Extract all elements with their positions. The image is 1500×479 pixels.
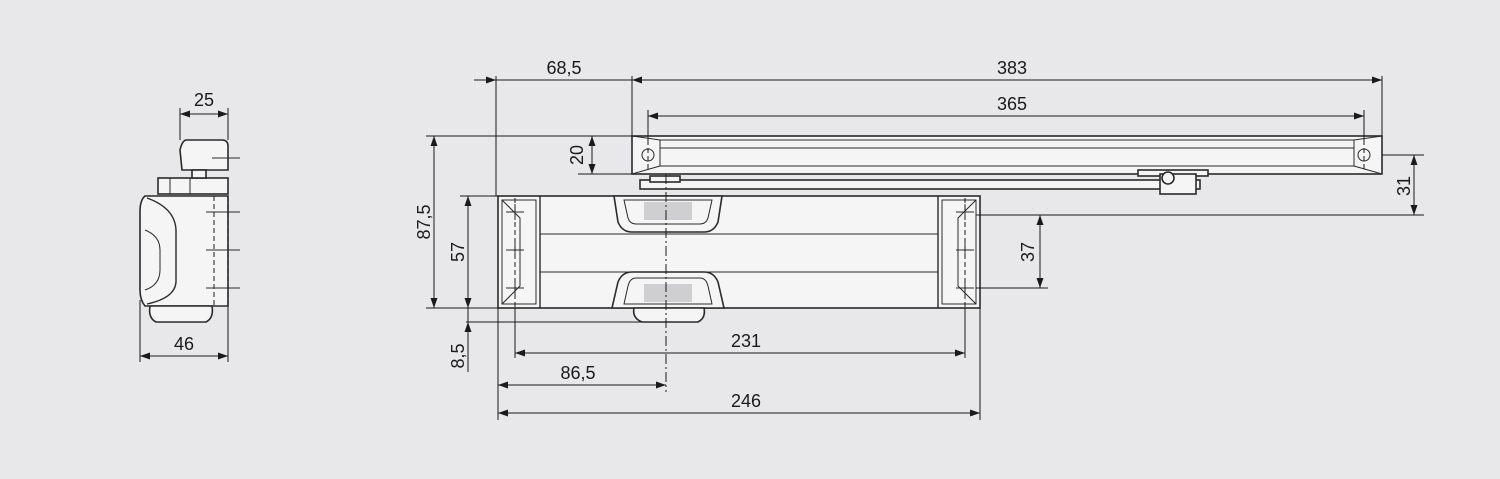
end-plate-right: [941, 199, 977, 305]
dim-arm-inner-length: 365: [997, 94, 1027, 114]
front-view: 68,5 383 365 87,5 57 20 8,5 31: [414, 58, 1424, 420]
spindle-cap: [632, 307, 706, 323]
side-bottom-cap: [148, 305, 214, 323]
dim-side-top-width: 25: [194, 90, 214, 110]
end-plate-left: [501, 199, 537, 305]
dim-hole-spacing: 231: [731, 331, 761, 351]
slide-rail: [631, 135, 1383, 175]
screw-marks-right: [956, 198, 974, 308]
side-body: [139, 195, 229, 307]
screw-marks-left: [506, 198, 524, 308]
dim-side-bottom-width: 46: [174, 334, 194, 354]
dim-left-offset: 68,5: [546, 58, 581, 78]
side-spindle: [157, 177, 229, 195]
side-arm-head: [179, 139, 229, 171]
dim-total-height: 87,5: [414, 204, 434, 239]
dim-axis-distance: 86,5: [560, 363, 595, 383]
dim-arm-height: 20: [567, 145, 587, 165]
closer-body: [497, 195, 981, 309]
dim-slide-offset: 31: [1394, 176, 1414, 196]
dim-body-height: 57: [448, 242, 468, 262]
lever-arm: [639, 179, 1201, 190]
dim-bottom-offset: 8,5: [448, 343, 468, 368]
side-view: 25 46: [139, 90, 240, 362]
dim-arm-total-length: 383: [997, 58, 1027, 78]
dim-body-length: 246: [731, 391, 761, 411]
dim-bracket-height: 37: [1018, 242, 1038, 262]
